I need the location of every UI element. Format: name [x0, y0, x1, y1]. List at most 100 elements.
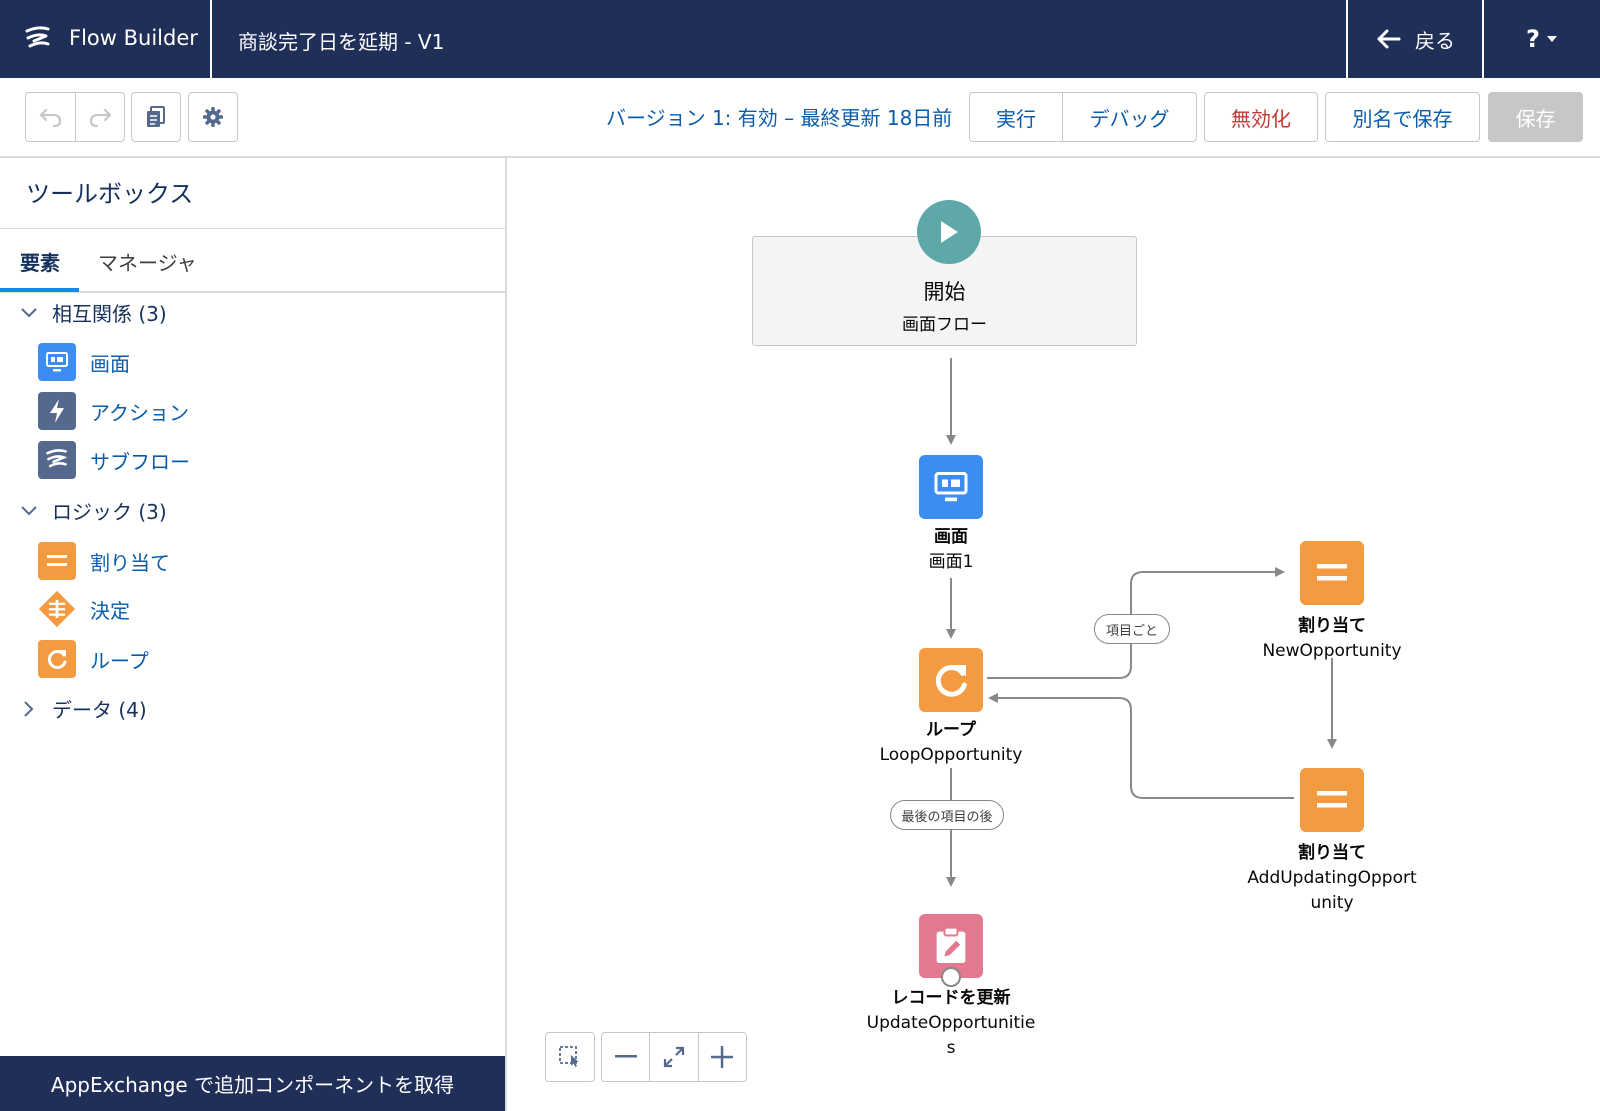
fit-to-view-button[interactable]: [649, 1033, 697, 1081]
tab-elements[interactable]: 要素: [20, 251, 60, 275]
node-name: LoopOpportunity: [879, 745, 1023, 765]
toolbox-item-action[interactable]: アクション: [38, 392, 189, 430]
save-as-button[interactable]: 別名で保存: [1325, 92, 1480, 142]
help-label: ?: [1526, 25, 1540, 53]
item-label: 画面: [90, 351, 130, 376]
appexchange-button[interactable]: AppExchange で追加コンポーネントを取得: [0, 1056, 505, 1111]
item-label: 割り当て: [90, 550, 170, 575]
item-label: 決定: [90, 598, 130, 623]
assignment-node-new[interactable]: [1300, 541, 1364, 605]
brand: Flow Builder: [0, 0, 212, 78]
assignment-node-add-label: 割り当て AddUpdatingOpport unity: [1217, 841, 1447, 916]
save-button[interactable]: 保存: [1488, 92, 1583, 142]
settings-button[interactable]: [188, 92, 238, 142]
back-label: 戻る: [1415, 28, 1455, 53]
node-name: AddUpdatingOpport: [1247, 868, 1417, 888]
bolt-icon: [38, 392, 76, 430]
node-name: 画面1: [928, 552, 974, 572]
brand-name: Flow Builder: [69, 26, 198, 50]
item-label: サブフロー: [90, 449, 190, 474]
flow-logo-icon: [25, 26, 50, 48]
node-type: ループ: [926, 720, 976, 740]
version-status: バージョン 1: 有効 – 最終更新 18日前: [606, 106, 953, 130]
minus-icon: [614, 1055, 637, 1058]
zoom-in-button[interactable]: [697, 1033, 746, 1081]
equals-icon: [1317, 564, 1347, 581]
undo-redo-group: [25, 92, 125, 142]
marquee-select-button[interactable]: [545, 1032, 595, 1082]
decision-icon: [38, 590, 76, 628]
section-label: データ (4): [52, 698, 147, 722]
update-records-node-label: レコードを更新 UpdateOpportunitie s: [836, 986, 1066, 1061]
zoom-out-button[interactable]: [602, 1033, 649, 1081]
toolbox-panel: ツールボックス 要素 マネージャ 相互関係 (3) 画面 アクション サブフロー…: [0, 158, 507, 1111]
marquee-select-icon: [559, 1046, 579, 1067]
arrow-left-icon: [1377, 29, 1401, 49]
redo-button[interactable]: [75, 93, 124, 141]
undo-button[interactable]: [26, 93, 75, 141]
plus-icon: [711, 1046, 734, 1068]
deactivate-button[interactable]: 無効化: [1204, 92, 1318, 142]
screen-icon: [934, 472, 968, 502]
section-label: ロジック (3): [52, 500, 167, 524]
flow-title: 商談完了日を延期 - V1: [238, 30, 445, 54]
node-type: レコードを更新: [891, 988, 1011, 1008]
toolbox-item-decision[interactable]: 決定: [38, 590, 130, 628]
toolbox-item-subflow[interactable]: サブフロー: [38, 441, 190, 479]
app-header: Flow Builder 商談完了日を延期 - V1 戻る ?: [0, 0, 1600, 78]
flow-icon: [38, 441, 76, 479]
node-type: 割り当て: [1298, 843, 1366, 863]
copy-icon: [147, 106, 165, 127]
help-menu-button[interactable]: ?: [1484, 0, 1600, 78]
equals-icon: [1317, 791, 1347, 808]
loop-node-label: ループ LoopOpportunity: [836, 718, 1066, 768]
start-title: 開始: [923, 280, 966, 304]
node-name-wrap: s: [946, 1038, 956, 1058]
caret-down-icon: [1546, 36, 1557, 42]
undo-icon: [39, 108, 61, 128]
chevron-right-icon: [24, 700, 34, 717]
node-name: UpdateOpportunitie: [866, 1013, 1036, 1033]
run-button[interactable]: 実行: [996, 106, 1036, 131]
section-label: 相互関係 (3): [52, 302, 167, 326]
expand-icon: [663, 1046, 685, 1068]
zoom-controls: [601, 1032, 747, 1082]
toolbox-item-loop[interactable]: ループ: [38, 640, 149, 678]
connector-add-loop: [988, 693, 1294, 799]
toolbox-tabs: 要素 マネージャ: [0, 228, 505, 293]
node-status-icon: [941, 967, 961, 987]
screen-node[interactable]: [919, 455, 983, 519]
chevron-down-icon: [21, 307, 37, 317]
assignment-node-add[interactable]: [1300, 768, 1364, 832]
node-name-wrap: unity: [1310, 893, 1354, 913]
connector-label-after-last[interactable]: 最後の項目の後: [890, 800, 1004, 830]
play-icon[interactable]: [917, 200, 981, 264]
screen-icon: [38, 343, 76, 381]
toolbar: バージョン 1: 有効 – 最終更新 18日前 実行 デバッグ 無効化 別名で保…: [0, 78, 1600, 158]
start-subtitle: 画面フロー: [902, 315, 987, 335]
node-type: 画面: [934, 527, 968, 547]
screen-node-label: 画面 画面1: [851, 525, 1051, 575]
flow-canvas[interactable]: 開始 画面フロー 画面 画面1 ループ LoopOpportunity 割り当て…: [507, 158, 1600, 1111]
clipboard-edit-icon: [936, 926, 966, 963]
toolbox-item-assignment[interactable]: 割り当て: [38, 542, 170, 580]
loop-icon: [38, 640, 76, 678]
toolbox-item-screen[interactable]: 画面: [38, 343, 130, 381]
section-data[interactable]: データ (4): [20, 694, 147, 723]
back-button[interactable]: 戻る: [1346, 0, 1484, 78]
connector-label-for-each[interactable]: 項目ごと: [1094, 614, 1170, 644]
item-label: アクション: [90, 400, 189, 425]
debug-button[interactable]: デバッグ: [1062, 93, 1196, 141]
loop-icon: [935, 665, 967, 697]
node-type: 割り当て: [1298, 616, 1366, 636]
section-interaction[interactable]: 相互関係 (3): [20, 298, 167, 327]
run-debug-group: 実行 デバッグ: [969, 92, 1197, 142]
loop-node[interactable]: [919, 648, 983, 712]
item-label: ループ: [90, 648, 149, 673]
section-logic[interactable]: ロジック (3): [20, 496, 167, 525]
redo-icon: [89, 108, 112, 128]
tab-manager[interactable]: マネージャ: [98, 251, 197, 275]
node-name: NewOpportunity: [1262, 641, 1402, 661]
copy-button[interactable]: [131, 92, 181, 142]
chevron-down-icon: [21, 505, 37, 515]
